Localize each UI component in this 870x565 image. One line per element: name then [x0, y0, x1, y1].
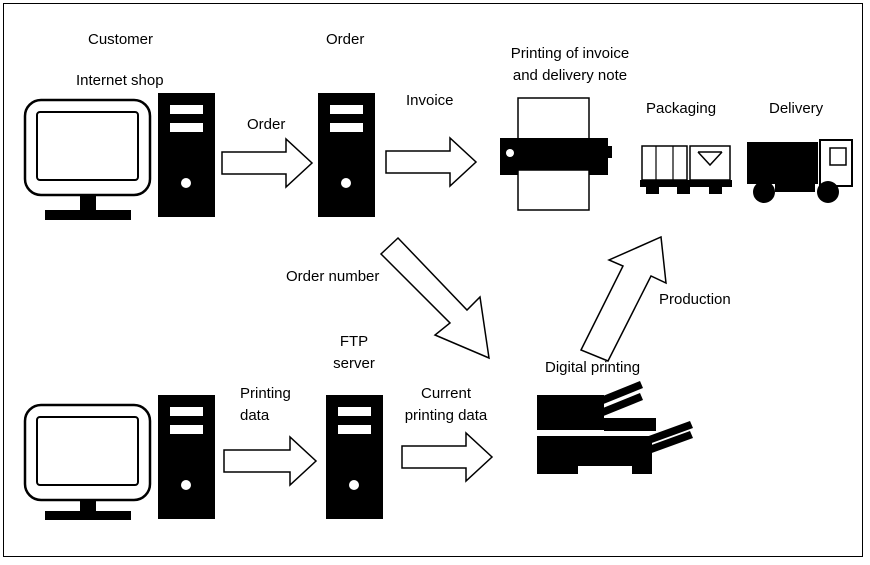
- printing-invoice-line1: Printing of invoice: [510, 45, 630, 62]
- invoice-label: Invoice: [406, 92, 454, 109]
- ftp-server-tower-icon: [326, 395, 383, 519]
- arrow-icon-current-printing-data: [401, 431, 494, 483]
- production-label: Production: [659, 291, 731, 308]
- printing-data-line2: data: [240, 407, 270, 424]
- customer-server-tower-icon: [158, 93, 215, 217]
- internet-shop-label: Internet shop: [76, 72, 164, 89]
- arrow-icon-production: [579, 235, 667, 362]
- arrow-icon-order: [221, 137, 314, 189]
- delivery-label: Delivery: [769, 100, 824, 117]
- ftp-server-line2: server: [333, 355, 375, 372]
- designer-computer-icon: [23, 403, 152, 520]
- digital-press-icon: [537, 381, 693, 474]
- arrow-icon-printing-data: [223, 435, 318, 487]
- current-printing-data-label: Current printing data: [396, 383, 496, 427]
- current-printing-line1: Current: [420, 385, 472, 402]
- printing-data-label: Printing data: [240, 383, 291, 427]
- current-printing-line2: printing data: [404, 407, 488, 424]
- package-pallet-icon: [640, 145, 732, 194]
- printing-data-line1: Printing: [240, 385, 291, 402]
- order-server-tower-icon: [318, 93, 375, 217]
- order-title-label: Order: [326, 31, 365, 48]
- ftp-server-line1: FTP: [339, 333, 369, 350]
- packaging-label: Packaging: [646, 100, 717, 117]
- designer-server-tower-icon: [158, 395, 215, 519]
- printing-invoice-line2: and delivery note: [512, 67, 628, 84]
- arrow-icon-invoice: [385, 136, 478, 188]
- arrow-icon-order-number: [379, 236, 490, 360]
- delivery-truck-icon: [747, 139, 853, 203]
- digital-printing-label: Digital printing: [545, 359, 641, 376]
- customer-computer-icon: [23, 98, 152, 220]
- customer-label: Customer: [88, 31, 154, 48]
- printing-invoice-label: Printing of invoice and delivery note: [499, 43, 641, 87]
- printer-icon: [500, 97, 612, 211]
- order-number-label: Order number: [286, 268, 380, 285]
- order-arrow-label: Order: [247, 116, 286, 133]
- ftp-server-label: FTP server: [318, 331, 390, 375]
